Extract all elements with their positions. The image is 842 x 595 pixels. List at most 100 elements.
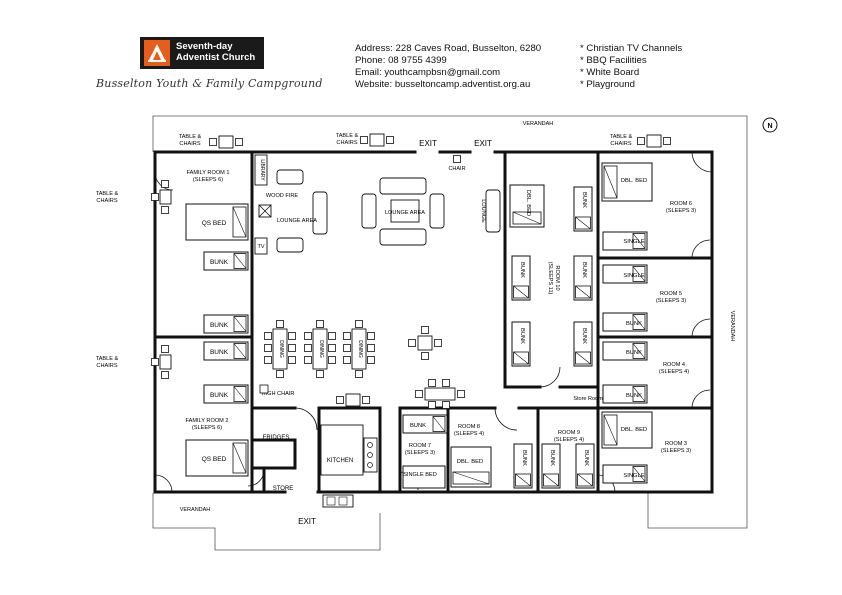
verandah-outline (152, 115, 748, 551)
dining-table-1[interactable]: DINING (264, 320, 296, 378)
svg-text:(SLEEPS 6): (SLEEPS 6) (192, 425, 222, 431)
svg-text:SINGLE: SINGLE (623, 239, 644, 245)
svg-text:(SLEEPS 6): (SLEEPS 6) (193, 177, 223, 183)
building-walls (153, 150, 714, 494)
svg-text:DBL. BED: DBL. BED (621, 178, 647, 184)
svg-text:HIGH CHAIR: HIGH CHAIR (262, 391, 295, 397)
fridges-label: FRIDGES (263, 435, 290, 441)
website-link[interactable]: Website: busseltoncamp.adventist.org.au (355, 79, 531, 90)
feature-item: * White Board (580, 67, 640, 78)
header: Seventh-day Adventist Church Busselton Y… (0, 0, 842, 100)
room-10[interactable]: DBL. BED BUNK BUNK BUNK BUNK BUNK ROOM 1… (509, 184, 593, 367)
phone-text: Phone: 08 9755 4399 (355, 55, 447, 66)
svg-text:TABLE &: TABLE & (610, 134, 633, 140)
svg-text:(SLEEPS 4): (SLEEPS 4) (454, 431, 484, 437)
library: LIBRARY (254, 154, 268, 186)
svg-text:TABLE &: TABLE & (179, 134, 202, 140)
qs-bed-label: QS BED (202, 456, 227, 463)
chair: CHAIR (448, 155, 466, 172)
wood-fire-label: WOOD FIRE (266, 193, 299, 199)
svg-text:TABLE &: TABLE & (96, 356, 119, 362)
dining-table-3[interactable]: DINING (343, 320, 375, 378)
svg-text:BUNK: BUNK (626, 321, 642, 327)
room-7[interactable]: BUNK ROOM 7 (SLEEPS 3) SINGLE BED (402, 414, 448, 489)
svg-text:BUNK: BUNK (519, 328, 525, 344)
lounge-area-main[interactable]: LOUNGE AREA (361, 177, 445, 246)
dining-table-2[interactable]: DINING (304, 320, 336, 378)
svg-text:BUNK: BUNK (626, 393, 642, 399)
north-label: N (767, 123, 772, 130)
svg-text:(SLEEPS 4): (SLEEPS 4) (659, 369, 689, 375)
verandah-right-label: VERANDAH (729, 311, 735, 342)
svg-text:(SLEEPS 3): (SLEEPS 3) (661, 448, 691, 454)
svg-text:BUNK: BUNK (521, 450, 527, 466)
svg-text:BUNK: BUNK (210, 259, 229, 266)
kitchen[interactable]: KITCHEN (320, 424, 378, 508)
logo-line1: Seventh-day (176, 41, 233, 52)
svg-text:TABLE &: TABLE & (96, 191, 119, 197)
svg-text:BUNK: BUNK (581, 328, 587, 344)
svg-text:ROOM 10: ROOM 10 (554, 265, 560, 290)
svg-text:ROOM 5: ROOM 5 (660, 291, 682, 297)
dining-table-bbq[interactable] (415, 379, 465, 409)
svg-text:(SLEEPS 3): (SLEEPS 3) (666, 208, 696, 214)
exit-label-2[interactable]: EXIT (474, 139, 492, 148)
qs-bed-label: QS BED (202, 220, 227, 227)
dining-table-bottom[interactable] (336, 393, 370, 407)
family-room-2[interactable]: FAMILY ROOM 2 (SLEEPS 6) QS BED BUNK BUN… (185, 341, 249, 477)
svg-text:BUNK: BUNK (210, 322, 229, 329)
svg-text:LOUNGE: LOUNGE (480, 199, 486, 223)
svg-text:BUNK: BUNK (210, 392, 229, 399)
svg-text:DBL. BED: DBL. BED (457, 459, 483, 465)
svg-text:ROOM 7: ROOM 7 (409, 443, 431, 449)
svg-text:ROOM 9: ROOM 9 (558, 430, 580, 436)
svg-text:CHAIRS: CHAIRS (96, 363, 117, 369)
room-8[interactable]: ROOM 8 (SLEEPS 4) DBL. BED BUNK (450, 424, 533, 489)
room-5[interactable]: SINGLE BUNK ROOM 5 (SLEEPS 3) (602, 264, 686, 332)
dining-small-table[interactable] (408, 326, 442, 360)
svg-text:KITCHEN: KITCHEN (327, 458, 353, 464)
email-link[interactable]: Email: youthcampbsn@gmail.com (355, 67, 501, 78)
svg-text:BUNK: BUNK (581, 262, 587, 278)
svg-text:SINGLE: SINGLE (623, 273, 644, 279)
svg-text:ROOM 4: ROOM 4 (663, 362, 685, 368)
svg-text:FAMILY ROOM 1: FAMILY ROOM 1 (187, 170, 230, 176)
svg-text:CHAIR: CHAIR (448, 166, 465, 172)
svg-text:CHAIRS: CHAIRS (96, 198, 117, 204)
svg-text:BUNK: BUNK (583, 450, 589, 466)
exit-label-1[interactable]: EXIT (419, 139, 437, 148)
exit-label-3[interactable]: EXIT (298, 517, 316, 526)
svg-text:LIBRARY: LIBRARY (259, 159, 265, 181)
svg-text:ROOM 8: ROOM 8 (458, 424, 480, 430)
svg-text:(SLEEPS 4): (SLEEPS 4) (554, 437, 584, 443)
svg-text:BUNK: BUNK (626, 350, 642, 356)
svg-text:CHAIRS: CHAIRS (179, 141, 200, 147)
svg-text:DINING: DINING (318, 340, 324, 358)
room-3[interactable]: DBL. BED SINGLE ROOM 3 (SLEEPS 3) (601, 411, 691, 484)
svg-text:ROOM 6: ROOM 6 (670, 201, 692, 207)
table-chairs-top-right: TABLE & CHAIRS (610, 134, 671, 148)
svg-text:CHAIRS: CHAIRS (610, 141, 631, 147)
lounge-area-left[interactable]: LOUNGE AREA (276, 169, 328, 253)
svg-text:BUNK: BUNK (549, 450, 555, 466)
feature-item: * Christian TV Channels (580, 43, 683, 54)
room-4[interactable]: BUNK BUNK ROOM 4 (SLEEPS 4) (602, 341, 689, 404)
sda-logo: Seventh-day Adventist Church (140, 37, 264, 69)
wood-fire-icon (258, 204, 272, 218)
north-compass-icon: N (762, 117, 778, 133)
family-room-1[interactable]: FAMILY ROOM 1 (SLEEPS 6) QS BED BUNK BUN… (185, 170, 249, 334)
feature-item: * BBQ Facilities (580, 55, 647, 66)
svg-text:DINING: DINING (357, 340, 363, 358)
svg-text:DINING: DINING (278, 340, 284, 358)
svg-text:LOUNGE AREA: LOUNGE AREA (385, 210, 425, 216)
verandah-bottom-label: VERANDAH (180, 507, 211, 513)
svg-text:(SLEEPS 11): (SLEEPS 11) (547, 262, 553, 295)
table-chairs-left-lower: TABLE & CHAIRS (96, 345, 172, 379)
table-chairs-left-top: TABLE & CHAIRS (179, 134, 243, 149)
svg-text:BUNK: BUNK (210, 349, 229, 356)
room-6[interactable]: DBL. BED SINGLE ROOM 6 (SLEEPS 3) (601, 162, 696, 251)
svg-text:LOUNGE AREA: LOUNGE AREA (277, 218, 317, 224)
room-9[interactable]: ROOM 9 (SLEEPS 4) BUNK BUNK (541, 430, 595, 489)
svg-text:ROOM 3: ROOM 3 (665, 441, 687, 447)
